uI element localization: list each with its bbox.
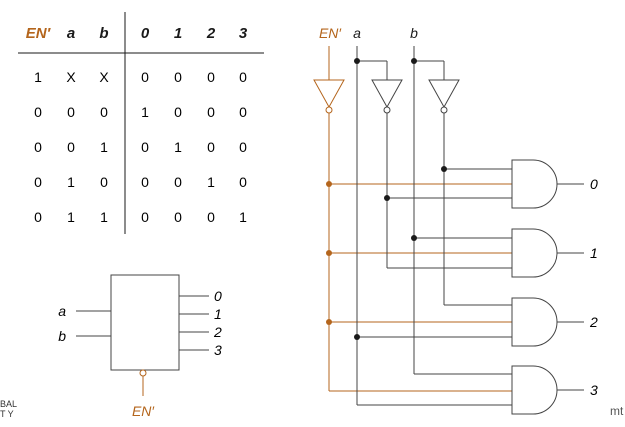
enable-inverter-bubble [325,106,333,114]
watermark-left-line2: T Y [0,409,14,419]
tt-cell: 0 [141,209,149,225]
tt-header-en: EN′ [26,25,52,42]
tt-cell: 0 [174,69,182,85]
tt-cell: 0 [100,104,108,120]
tt-cell: X [66,69,76,85]
tt-cell: 0 [174,104,182,120]
tt-cell: 0 [67,139,75,155]
tt-header-a: a [67,25,75,42]
tt-cell: 0 [239,139,247,155]
enable-wires [328,46,512,392]
tt-cell: 1 [67,174,75,190]
circuit-output-2-label: 2 [589,314,598,330]
decoder-block [110,274,180,371]
tt-cell: 0 [34,174,42,190]
decoder-circuit: EN′ a b [313,25,598,415]
and-gate-3 [511,365,558,415]
tt-cell: 0 [207,139,215,155]
output-wires [557,183,584,391]
circuit-input-en-label: EN′ [319,25,342,41]
tt-cell: 0 [141,69,149,85]
and-gate-0 [511,159,558,209]
table-row: 0 0 0 1 0 0 0 [34,104,247,120]
tt-cell: 1 [34,69,42,85]
block-enable-label: EN′ [132,403,155,419]
tt-cell: 0 [239,104,247,120]
tt-cell: 0 [34,139,42,155]
tt-cell: X [99,69,109,85]
tt-header-out0: 0 [141,25,150,42]
table-row: 0 0 1 0 1 0 0 [34,139,247,155]
tt-cell: 0 [239,69,247,85]
table-row: 1 X X 0 0 0 0 [34,69,247,85]
tt-cell: 0 [207,104,215,120]
tt-cell: 1 [100,139,108,155]
block-output-2-label: 2 [213,324,222,340]
a-inverter [371,79,403,109]
circuit-input-a-label: a [353,25,361,41]
watermark-left-line1: BAL [0,399,17,409]
tt-cell: 0 [207,209,215,225]
tt-cell: 1 [67,209,75,225]
tt-cell: 0 [141,174,149,190]
junction-dots [326,58,447,340]
and-gate-1 [511,228,558,278]
tt-cell: 0 [207,69,215,85]
a-inverter-bubble [383,106,391,114]
block-input-b-label: b [58,328,66,344]
tt-cell: 0 [34,104,42,120]
table-row: 0 1 1 0 0 0 1 [34,209,247,225]
circuit-output-1-label: 1 [590,245,598,261]
tt-cell: 0 [141,139,149,155]
tt-cell: 0 [34,209,42,225]
tt-cell: 0 [239,174,247,190]
table-row: 0 1 0 0 0 1 0 [34,174,247,190]
block-input-a-label: a [58,303,66,319]
block-output-1-label: 1 [214,306,222,322]
b-inverter [428,79,460,109]
circuit-output-0-label: 0 [590,176,598,192]
circuit-output-3-label: 3 [590,382,598,398]
block-output-3-label: 3 [214,342,222,358]
decoder-block-symbol: a b 0 1 2 3 EN′ [58,274,222,419]
input-wires [356,46,512,406]
tt-cell: 1 [239,209,247,225]
tt-cell: 0 [174,174,182,190]
tt-cell: 1 [174,139,182,155]
enable-inverter [313,79,345,109]
circuit-input-b-label: b [410,25,418,41]
tt-cell: 1 [207,174,215,190]
tt-cell: 0 [174,209,182,225]
tt-cell: 0 [100,174,108,190]
truth-table: EN′ a b 0 1 2 3 1 X X 0 0 0 0 0 0 0 1 0 … [18,12,264,234]
tt-cell: 1 [141,104,149,120]
tt-header-out1: 1 [174,25,182,42]
tt-header-b: b [99,25,108,42]
tt-header-out2: 2 [206,25,216,42]
block-enable-bubble [139,369,147,377]
block-output-0-label: 0 [214,288,222,304]
and-gate-2 [511,297,558,347]
watermark-right: mt [610,404,624,418]
tt-cell: 1 [100,209,108,225]
tt-cell: 0 [67,104,75,120]
tt-header-out3: 3 [239,25,248,42]
b-inverter-bubble [440,106,448,114]
